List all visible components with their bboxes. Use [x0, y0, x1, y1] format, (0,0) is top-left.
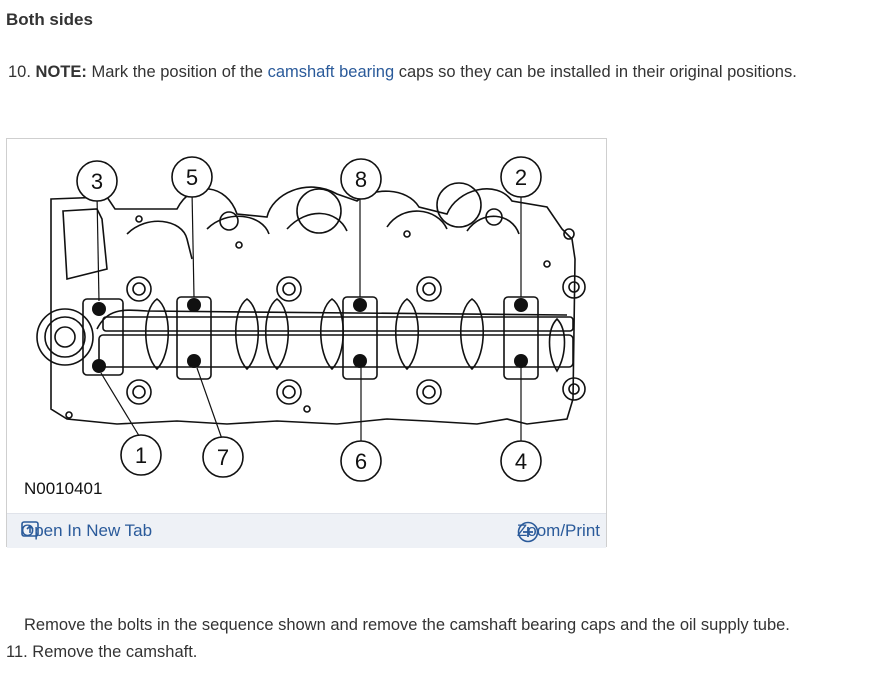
figure-code: N0010401 [24, 479, 103, 498]
note-text-post: caps so they can be installed in their o… [398, 63, 797, 81]
step-11: 11. Remove the camshaft. [6, 643, 198, 661]
callout-4: 4 [515, 449, 527, 474]
section-heading: Both sides [6, 10, 93, 29]
open-tab-icon [21, 521, 39, 537]
callout-3: 3 [91, 169, 103, 194]
callout-7: 7 [217, 445, 229, 470]
callout-8: 8 [355, 167, 367, 192]
instruction-text: Remove the bolts in the sequence shown a… [24, 616, 790, 634]
callout-6: 6 [355, 449, 367, 474]
open-in-new-tab-button[interactable]: Open In New Tab [21, 521, 152, 541]
zoom-print-label: Zoom/Print [516, 521, 600, 540]
zoom-plus-icon [517, 521, 539, 543]
camshaft-bearing-link[interactable]: camshaft bearing [267, 63, 395, 81]
camshaft-figure: 3 5 8 2 1 7 6 4 N0010401 Open In New Tab… [6, 138, 607, 548]
figure-toolbar: Open In New Tab Zoom/Print [7, 513, 606, 548]
camshaft-diagram: 3 5 8 2 1 7 6 4 [36, 156, 586, 482]
step-10: 10. NOTE: Mark the position of the camsh… [8, 63, 797, 82]
open-tab-label: Open In New Tab [21, 521, 153, 540]
note-text-pre: Mark the position of the [91, 63, 263, 81]
callout-1: 1 [135, 443, 147, 468]
zoom-print-button[interactable]: Zoom/Print [516, 521, 600, 543]
note-label: NOTE: [35, 63, 87, 81]
callout-2: 2 [515, 165, 527, 190]
callout-5: 5 [186, 165, 198, 190]
step-number: 10. [8, 63, 31, 81]
